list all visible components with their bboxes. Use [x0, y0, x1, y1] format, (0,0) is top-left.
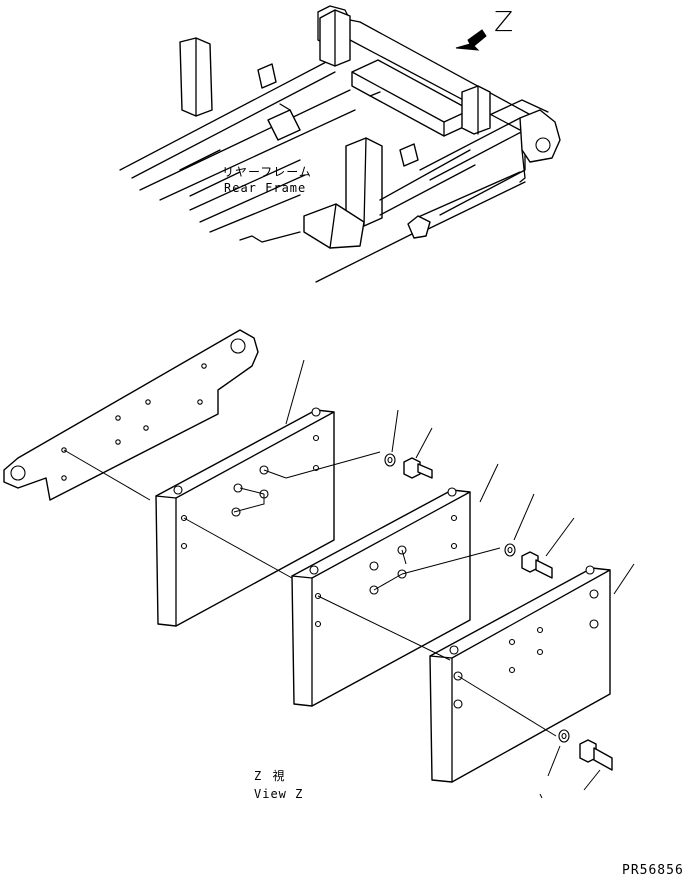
- bolt-2: [521, 551, 553, 579]
- mounting-bracket: [3, 329, 259, 501]
- rear-frame-label-en: Rear Frame: [224, 181, 307, 195]
- washer-1: [384, 453, 396, 467]
- view-direction-arrow-icon: [455, 29, 487, 51]
- counterweight-plate-3: [429, 565, 611, 783]
- counterweight-plate-2: [291, 487, 471, 707]
- rear-frame-assembly: [119, 5, 561, 283]
- bolt-1: [403, 457, 433, 479]
- drawing-code: PR56856: [622, 863, 684, 878]
- washer-2: [504, 543, 516, 557]
- washer-3: [558, 729, 570, 743]
- bolt-3: [579, 739, 613, 771]
- callout-leaders: [285, 359, 635, 799]
- view-caption-jp: Z 視: [254, 769, 287, 783]
- rear-frame-label-jp: リヤーフレーム: [222, 165, 312, 179]
- view-caption-en: View Z: [254, 787, 304, 801]
- assembly-lines: [63, 449, 557, 737]
- view-letter-label: Z: [494, 5, 514, 38]
